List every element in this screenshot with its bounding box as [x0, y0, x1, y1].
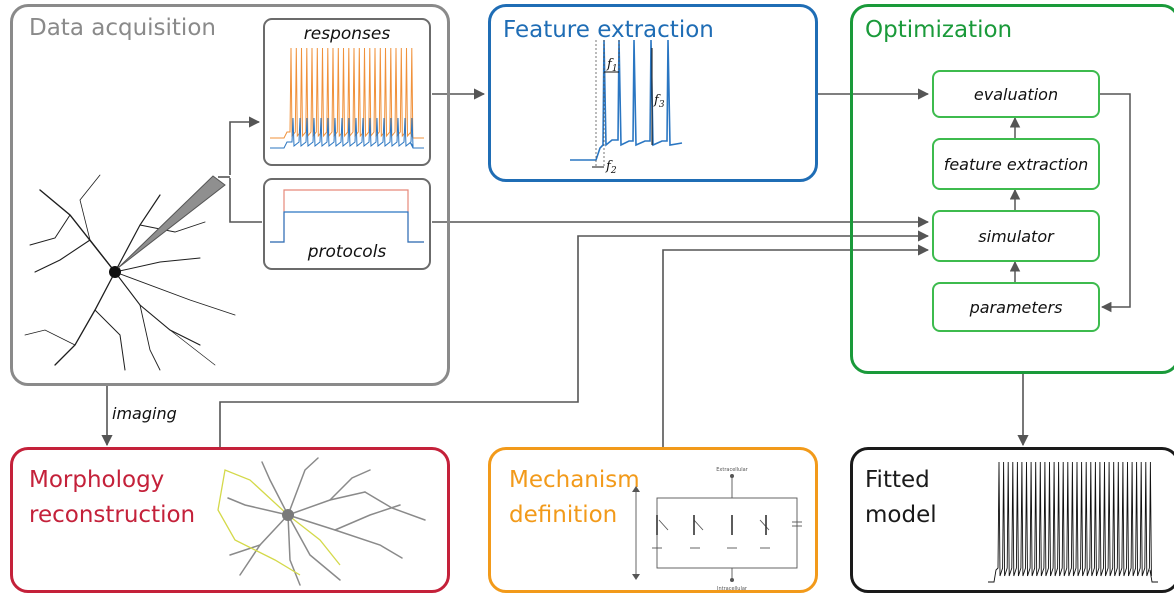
- parameters-label: parameters: [969, 297, 1063, 317]
- protocols-box: protocols: [263, 178, 431, 270]
- responses-label: responses: [303, 24, 391, 44]
- f2-label: f2: [605, 159, 617, 176]
- arrow-morphology-to-simulator: [219, 230, 930, 447]
- mechanism-title-line2: definition: [509, 502, 618, 528]
- feature-extraction-step: feature extraction: [932, 138, 1100, 190]
- imaging-label: imaging: [112, 404, 177, 423]
- data-acquisition-panel: Data acquisition: [10, 4, 450, 386]
- protocols-label: protocols: [307, 242, 387, 262]
- feature-extraction-step-label: feature extraction: [943, 154, 1089, 174]
- data-acquisition-title: Data acquisition: [29, 15, 216, 41]
- mechanism-title-line1: Mechanism: [509, 467, 640, 493]
- evaluation-step: evaluation: [932, 70, 1100, 118]
- f1-label: f1: [606, 57, 618, 74]
- mechanism-panel: Mechanism definition: [488, 447, 818, 593]
- feature-extraction-panel: Feature extraction: [488, 4, 818, 182]
- arrow-evaluation-to-parameters: [1100, 93, 1131, 313]
- evaluation-label: evaluation: [973, 84, 1059, 104]
- arrow-to-responses: [229, 116, 261, 175]
- extracellular-label: Extracellular: [716, 467, 748, 473]
- optimization-panel: Optimization: [850, 4, 1174, 374]
- fitted-title-line2: model: [865, 502, 937, 528]
- intracellular-label: Intracellular: [717, 586, 748, 592]
- fitted-title-line1: Fitted: [865, 467, 930, 493]
- optimization-title: Optimization: [865, 17, 1013, 43]
- arrow-from-protocols: [229, 178, 262, 223]
- feature-extraction-title: Feature extraction: [503, 17, 714, 43]
- simulator-step: simulator: [932, 210, 1100, 262]
- morphology-title-line1: Morphology: [29, 467, 165, 493]
- f3-label: f3: [653, 93, 665, 110]
- simulator-label: simulator: [978, 226, 1054, 246]
- parameters-step: parameters: [932, 282, 1100, 332]
- morphology-title-line2: reconstruction: [29, 502, 196, 528]
- arrow-mechanism-to-simulator: [662, 244, 930, 447]
